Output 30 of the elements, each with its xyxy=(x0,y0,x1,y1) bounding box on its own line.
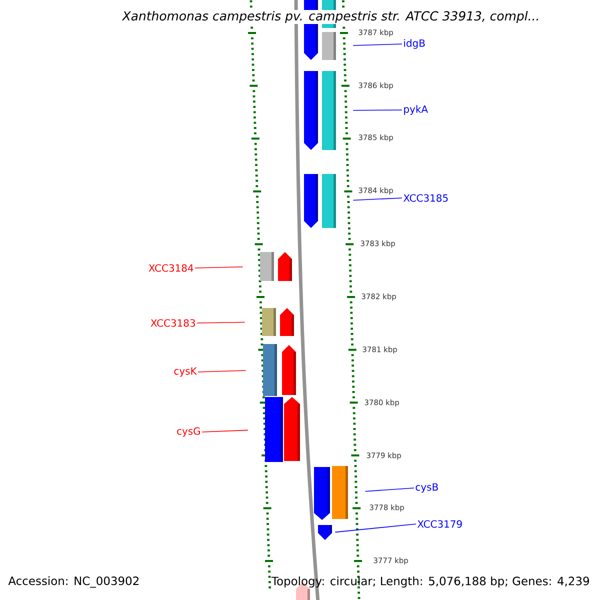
leader-line xyxy=(194,266,244,268)
gene-label: cysB xyxy=(416,483,438,493)
topology-text: Topology: circular; Length: 5,076,188 bp; Genes: 4,239 xyxy=(271,576,589,588)
gene-label: XCC3184 xyxy=(148,264,194,272)
gene-label: cysG xyxy=(177,427,200,437)
gene-label: XCC3179 xyxy=(418,520,462,528)
leader-line xyxy=(198,370,246,372)
gene-block xyxy=(318,525,332,540)
color-bar xyxy=(262,308,276,336)
accession-text: Accession: NC_003902 xyxy=(8,576,138,588)
gene-label: idgB xyxy=(404,39,425,49)
leader-line xyxy=(202,430,248,432)
color-bar xyxy=(322,174,336,228)
color-bar xyxy=(263,344,277,396)
color-bar xyxy=(332,466,348,519)
color-bar xyxy=(260,252,274,281)
leader-line xyxy=(352,44,402,46)
color-bar xyxy=(322,71,336,150)
leader-line xyxy=(352,110,402,111)
gene-label: cysK xyxy=(174,367,198,377)
gene-label: XCC3185 xyxy=(404,194,448,202)
leader-line xyxy=(364,488,414,492)
leader-line xyxy=(334,524,416,533)
color-bar xyxy=(265,397,283,462)
leader-line xyxy=(352,198,402,201)
color-bar xyxy=(322,32,336,60)
title: Xanthomonas campestris pv. campestris str. ATCC 33913, compl... xyxy=(121,10,541,24)
leader-line xyxy=(196,322,246,324)
gene-label: XCC3183 xyxy=(150,319,195,327)
gene-label: pykA xyxy=(404,105,428,115)
